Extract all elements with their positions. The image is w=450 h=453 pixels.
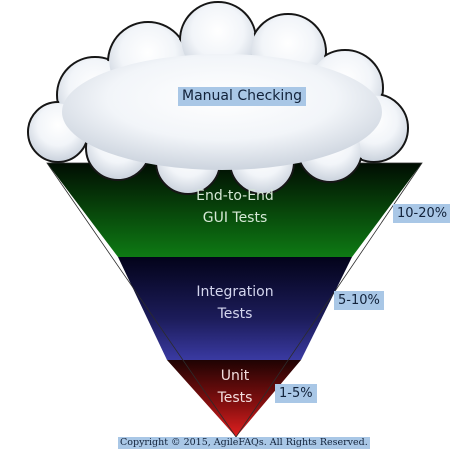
integration-tests-tier (118, 257, 352, 360)
gui-tests-tier (47, 163, 422, 257)
gui-tests-label: End-to-End GUI Tests (196, 188, 274, 226)
unit-tests-label: Unit Tests (217, 368, 253, 406)
manual-checking-label: Manual Checking (178, 87, 307, 106)
manual-checking-cloud (27, 1, 409, 195)
integration-tests-label: Integration Tests (196, 284, 274, 322)
unit-tests-percentage: 1-5% (275, 384, 317, 403)
copyright-notice: Copyright © 2015, AgileFAQs. All Rights … (118, 437, 370, 449)
gui-tests-percentage: 10-20% (393, 204, 450, 223)
unit-tests-tier (167, 360, 301, 437)
integration-tests-percentage: 5-10% (334, 291, 384, 310)
